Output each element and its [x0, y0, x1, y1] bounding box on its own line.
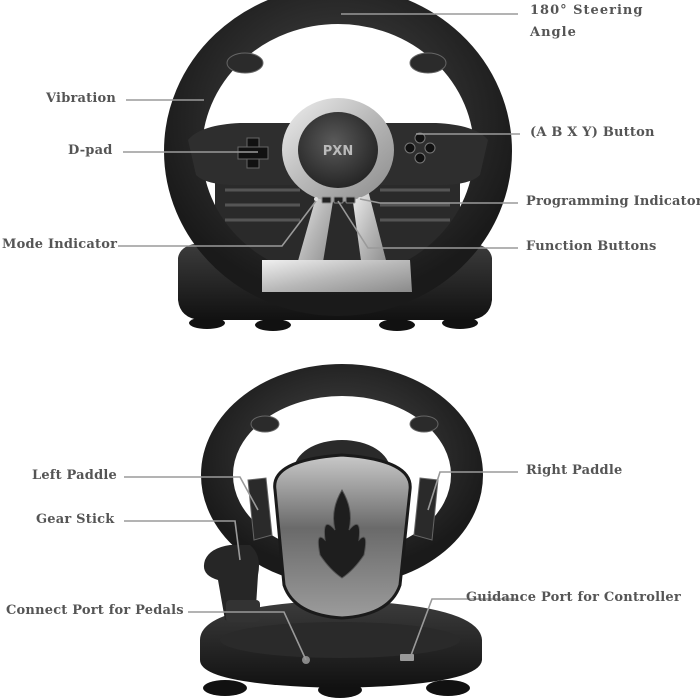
label-pedal-port: Connect Port for Pedals — [6, 603, 184, 618]
label-mode-indicator: Mode Indicator — [2, 237, 118, 252]
mechanism-slats — [225, 188, 450, 222]
label-left-paddle: Left Paddle — [32, 468, 117, 483]
rear-base-top — [220, 622, 460, 658]
leader-lines — [118, 13, 520, 661]
hub-logo: PXN — [323, 144, 353, 159]
mode-indicator-led — [314, 197, 318, 201]
label-gear-stick: Gear Stick — [36, 512, 115, 527]
label-steering-angle-2: Angle — [530, 25, 577, 40]
flame-decal — [317, 489, 367, 579]
right-paddle — [413, 477, 439, 541]
rim-top-buttons — [226, 52, 447, 74]
rear-wheel — [200, 364, 483, 698]
label-steering-angle-1: 180° Steering — [530, 3, 644, 18]
function-buttons-icon — [321, 196, 356, 204]
label-dpad: D-pad — [68, 143, 113, 158]
label-right-paddle: Right Paddle — [526, 463, 623, 478]
label-abxy: (A B X Y) Button — [530, 125, 655, 140]
dpad-icon — [237, 137, 269, 169]
label-guidance-port: Guidance Port for Controller — [466, 590, 681, 605]
label-vibration: Vibration — [46, 91, 117, 106]
steering-rim — [164, 0, 512, 316]
label-function-buttons: Function Buttons — [526, 239, 657, 254]
label-programming-indicator: Programming Indicator — [526, 194, 700, 209]
rear-rim-badges — [250, 415, 439, 433]
left-paddle — [247, 477, 273, 541]
gear-stick — [203, 545, 260, 622]
abxy-buttons — [404, 132, 436, 164]
steering-hub — [298, 112, 378, 188]
front-wheel: PXN — [164, 0, 512, 331]
wheel-mechanism — [215, 175, 460, 260]
